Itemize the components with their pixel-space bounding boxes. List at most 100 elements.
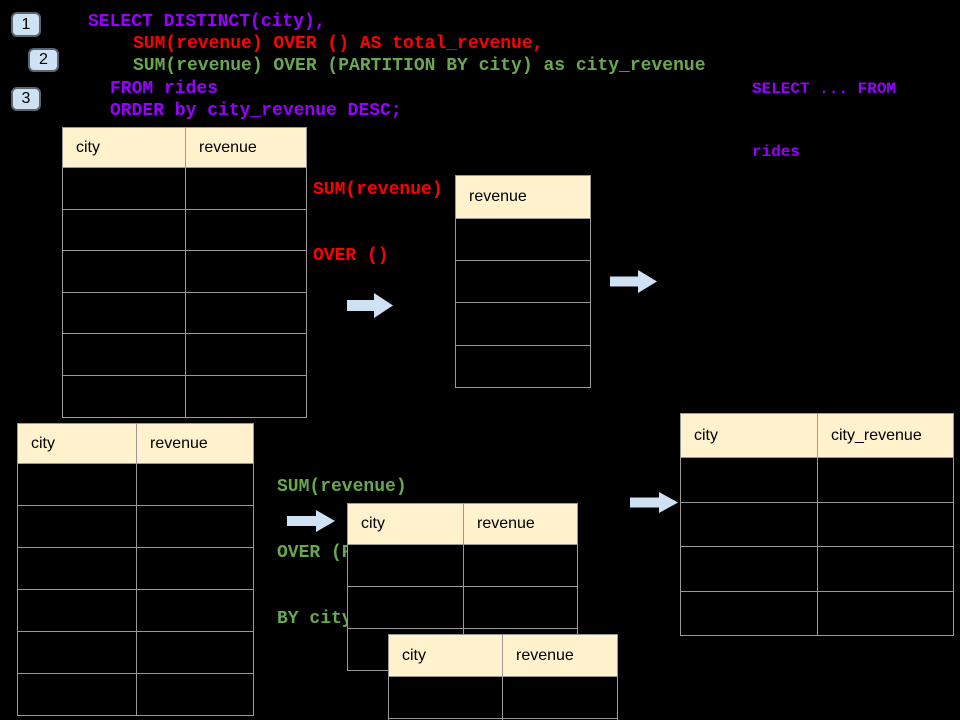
table-row <box>348 545 578 587</box>
table-cell <box>464 545 578 587</box>
table-cell <box>818 502 954 547</box>
table-row <box>681 458 954 503</box>
table-cell <box>348 545 464 587</box>
table-cell <box>456 261 591 304</box>
table-row <box>63 334 307 376</box>
total-revenue-table: revenue <box>455 175 591 388</box>
table-cell <box>63 334 186 376</box>
table-cell <box>456 303 591 346</box>
table-cell <box>818 591 954 636</box>
table-row <box>456 345 591 388</box>
table-cell <box>63 168 186 210</box>
table-row <box>681 547 954 592</box>
table-row <box>456 261 591 304</box>
table-cell <box>389 677 503 719</box>
table-cell <box>818 458 954 503</box>
table-cell <box>63 251 186 293</box>
sql-line-from: FROM rides <box>110 79 219 99</box>
table-cell <box>681 502 818 547</box>
table-row <box>63 292 307 335</box>
table-row <box>63 209 307 252</box>
table-cell <box>456 345 591 388</box>
table-cell <box>137 674 254 716</box>
table-cell <box>18 506 137 548</box>
table-row <box>681 502 954 547</box>
annotation-partition-line1: SUM(revenue) <box>277 477 407 497</box>
table-cell <box>18 632 137 674</box>
table-cell <box>464 587 578 629</box>
column-header: city <box>18 424 137 464</box>
column-header: revenue <box>137 424 254 464</box>
table-cell <box>18 464 137 506</box>
table-cell <box>63 375 186 418</box>
column-header: revenue <box>503 635 618 677</box>
table-cell <box>456 219 591 262</box>
arrow-right-icon-4 <box>630 492 678 513</box>
table-cell <box>18 674 137 716</box>
table-header-row: revenue <box>456 176 591 219</box>
table-row <box>681 591 954 636</box>
table-cell <box>137 506 254 548</box>
sql-line-city-revenue: SUM(revenue) OVER (PARTITION BY city) as… <box>133 56 706 76</box>
annotation-total-line2: OVER () <box>313 246 389 266</box>
column-header: city <box>348 504 464 545</box>
table-cell <box>186 292 307 335</box>
table-cell <box>137 590 254 632</box>
table-row <box>63 375 307 418</box>
table-row <box>389 677 618 719</box>
table-cell <box>137 632 254 674</box>
column-header: revenue <box>464 504 578 545</box>
table-row <box>456 219 591 262</box>
side-code-line2: rides <box>752 143 801 161</box>
table-cell <box>348 587 464 629</box>
table-row <box>18 632 254 674</box>
annotation-total-line1: SUM(revenue) <box>313 180 443 200</box>
step-badge-1: 1 <box>11 12 41 37</box>
table-cell <box>63 292 186 335</box>
table-cell <box>186 251 307 293</box>
table-cell <box>186 334 307 376</box>
table-cell <box>681 547 818 592</box>
arrow-right-icon-3 <box>287 510 335 532</box>
table-cell <box>186 168 307 210</box>
table-cell <box>137 464 254 506</box>
column-header: city <box>681 414 818 458</box>
table-row <box>63 168 307 210</box>
table-row <box>18 590 254 632</box>
step-badge-3: 3 <box>11 87 41 111</box>
table-cell <box>186 375 307 418</box>
arrow-right-icon-2 <box>610 270 657 293</box>
table-cell <box>186 209 307 252</box>
arrow-right-icon-1 <box>347 293 393 318</box>
table-cell <box>503 677 618 719</box>
table-cell <box>681 458 818 503</box>
table-row <box>456 303 591 346</box>
column-header: city_revenue <box>818 414 954 458</box>
column-header: city <box>389 635 503 677</box>
table-row <box>18 464 254 506</box>
column-header: revenue <box>186 128 307 168</box>
sql-line-order-by: ORDER by city_revenue DESC; <box>110 101 402 121</box>
table-cell <box>137 548 254 590</box>
table-cell <box>681 591 818 636</box>
table-row <box>63 251 307 293</box>
annotation-total-revenue: SUM(revenue) OVER () <box>313 135 443 311</box>
column-header: city <box>63 128 186 168</box>
table-cell <box>63 209 186 252</box>
step-badge-2: 2 <box>28 48 59 72</box>
sql-line-total-revenue: SUM(revenue) OVER () AS total_revenue, <box>133 34 544 54</box>
table-cell <box>18 548 137 590</box>
sql-line-select: SELECT DISTINCT(city), <box>88 12 326 32</box>
side-code-select-from: SELECT ... FROM rides <box>752 37 896 205</box>
table-row <box>18 506 254 548</box>
